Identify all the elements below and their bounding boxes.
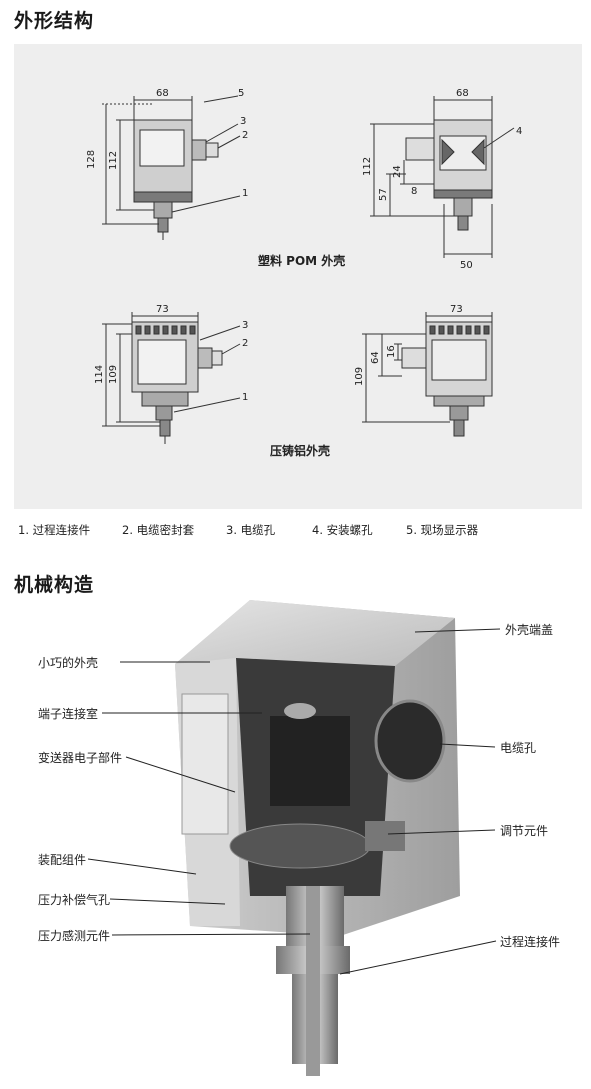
outline-section-title: 外形结构 xyxy=(14,10,95,32)
marker-5-pom: 5 xyxy=(238,88,244,99)
caption-pom-housing: 塑料 POM 外壳 xyxy=(258,254,346,268)
marker-2-pom: 2 xyxy=(242,130,248,141)
alu-front-view xyxy=(102,312,241,444)
legend-item-3: 3. 电缆孔 xyxy=(226,523,276,537)
callout-adjustment-element: 调节元件 xyxy=(500,824,549,838)
dim-alu-front-h1: 114 xyxy=(94,365,105,384)
callout-transmitter-electronics: 变送器电子部件 xyxy=(38,751,123,765)
outline-legend: 1. 过程连接件 2. 电缆密封套 3. 电缆孔 4. 安装螺孔 5. 现场显示… xyxy=(18,522,506,538)
callout-pressure-vent: 压力补偿气孔 xyxy=(38,893,111,907)
pressure-sensor xyxy=(306,886,320,1076)
marker-3-alu: 3 xyxy=(242,320,248,331)
callout-mounting-assembly: 装配组件 xyxy=(38,853,87,867)
alu-side-view xyxy=(362,312,493,437)
dim-pom-side-h1: 112 xyxy=(362,157,373,176)
dim-alu-front-width: 73 xyxy=(156,304,169,315)
outline-drawing-panel: 68 128 112 68 112 57 24 8 50 73 114 109 … xyxy=(14,44,582,509)
cutaway-illustration: 小巧的外壳 端子连接室 变送器电子部件 装配组件 压力补偿气孔 压力感测元件 外… xyxy=(0,596,591,1085)
callout-terminal-chamber: 端子连接室 xyxy=(38,707,99,721)
dim-pom-front-h1: 128 xyxy=(86,150,97,169)
marker-2-alu: 2 xyxy=(242,338,248,349)
marker-4-pom: 4 xyxy=(516,126,522,137)
dim-pom-front-width: 68 xyxy=(156,88,169,99)
terminal-screw xyxy=(284,703,316,719)
transmitter-cutaway xyxy=(87,600,501,1076)
adjustment-element xyxy=(365,821,405,851)
dim-pom-front-h2: 112 xyxy=(108,151,119,170)
dim-alu-side-h3: 16 xyxy=(386,345,397,358)
callout-process-connection: 过程连接件 xyxy=(500,935,561,949)
legend-item-5: 5. 现场显示器 xyxy=(406,523,479,537)
legend-item-1: 1. 过程连接件 xyxy=(18,523,91,537)
legend-item-4: 4. 安装螺孔 xyxy=(312,523,373,537)
dim-pom-side-width: 68 xyxy=(456,88,469,99)
dim-alu-front-h2: 109 xyxy=(108,365,119,384)
legend-item-2: 2. 电缆密封套 xyxy=(122,523,195,537)
marker-1-pom: 1 xyxy=(242,188,248,199)
dim-alu-side-h2: 64 xyxy=(370,351,381,364)
mounting-assembly xyxy=(229,823,371,869)
mechanical-section-title: 机械构造 xyxy=(14,574,95,596)
caption-alu-housing: 压铸铝外壳 xyxy=(270,444,331,458)
dim-pom-side-h2: 57 xyxy=(378,188,389,201)
housing-top xyxy=(175,600,455,666)
marker-3-pom: 3 xyxy=(240,116,246,127)
cable-entry-hole xyxy=(374,699,446,783)
electronics-module xyxy=(270,716,350,806)
dim-pom-side-base: 50 xyxy=(460,260,473,271)
dim-pom-side-h4: 8 xyxy=(411,186,417,197)
outline-drawings: 68 128 112 68 112 57 24 8 50 73 114 109 … xyxy=(86,88,522,444)
pom-front-view xyxy=(102,95,241,240)
marker-1-alu: 1 xyxy=(242,392,248,403)
dim-alu-side-h1: 109 xyxy=(354,367,365,386)
nameplate xyxy=(181,693,229,835)
dim-pom-side-h3: 24 xyxy=(392,165,403,178)
dim-alu-side-width: 73 xyxy=(450,304,463,315)
callout-cable-hole: 电缆孔 xyxy=(500,741,537,755)
callout-housing-cover: 外壳端盖 xyxy=(505,623,554,637)
pom-side-view xyxy=(370,96,515,258)
callout-pressure-sensor: 压力感测元件 xyxy=(38,929,111,943)
callout-compact-housing: 小巧的外壳 xyxy=(38,656,99,670)
